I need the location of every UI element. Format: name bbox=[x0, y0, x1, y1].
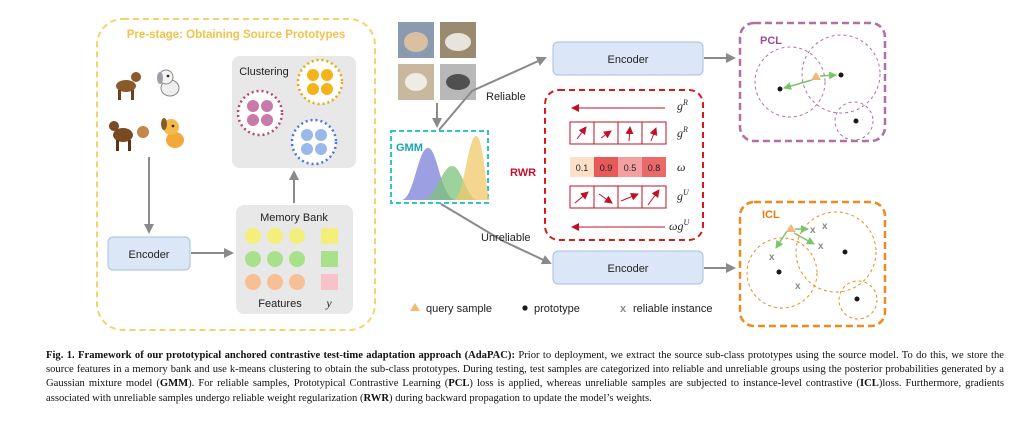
framework-figure: Pre-stage: Obtaining Source Prototypes E… bbox=[96, 18, 887, 331]
gaussian-yellow bbox=[454, 136, 490, 200]
svg-text:x: x bbox=[822, 221, 828, 232]
prototype-dot bbox=[838, 72, 844, 78]
gr-label: gR bbox=[677, 98, 688, 113]
feature-dots bbox=[245, 228, 305, 290]
clustering-box: Clustering bbox=[232, 56, 356, 168]
pcl-label: PCL bbox=[760, 35, 782, 47]
gu-cells bbox=[569, 185, 667, 209]
encoder-left: Encoder bbox=[107, 236, 191, 271]
omega-gu-label: ωgU bbox=[669, 218, 690, 233]
svg-text:x: x bbox=[795, 281, 801, 292]
legend: query sample prototype x reliable instan… bbox=[410, 303, 713, 315]
arrow-unreliable bbox=[440, 203, 552, 265]
memory-bank-title: Memory Bank bbox=[260, 212, 328, 224]
caption-title: Framework of our prototypical anchored c… bbox=[78, 350, 515, 361]
cluster-orange bbox=[296, 58, 344, 106]
y-label: y bbox=[325, 296, 332, 310]
query-sample-marker bbox=[786, 224, 796, 232]
legend-prototype-icon bbox=[522, 305, 528, 311]
weight-2: 0.5 bbox=[624, 163, 637, 173]
unreliable-label: Unreliable bbox=[481, 232, 531, 244]
icl-panel: ICL xx xx x bbox=[738, 200, 887, 328]
horse-icon bbox=[116, 72, 141, 100]
weight-3: 0.8 bbox=[648, 163, 661, 173]
svg-text:x: x bbox=[769, 252, 775, 263]
label-squares bbox=[321, 228, 338, 290]
prestage-title: Pre-stage: Obtaining Source Prototypes bbox=[127, 29, 346, 41]
encoder-top-label: Encoder bbox=[608, 54, 649, 66]
icl-label: ICL bbox=[762, 209, 780, 221]
legend-reliable-instance: reliable instance bbox=[633, 303, 713, 315]
encoder-top: Encoder bbox=[552, 41, 704, 76]
query-sample-marker bbox=[811, 72, 821, 80]
omega-label: ω bbox=[677, 160, 685, 174]
weight-0: 0.1 bbox=[576, 163, 589, 173]
memory-bank: Memory Bank Features y bbox=[236, 205, 353, 314]
gmm-box: GMM bbox=[390, 130, 490, 204]
legend-x-icon: x bbox=[620, 303, 627, 315]
weight-1: 0.9 bbox=[600, 163, 613, 173]
dog-icon-2 bbox=[161, 118, 184, 148]
encoder-bottom: Encoder bbox=[552, 250, 704, 285]
prototype-dot bbox=[853, 118, 859, 124]
clustering-label: Clustering bbox=[239, 66, 289, 78]
gu-label: gU bbox=[677, 188, 690, 203]
test-images bbox=[398, 22, 476, 100]
legend-query: query sample bbox=[426, 303, 492, 315]
figure-caption: Fig. 1. Framework of our prototypical an… bbox=[46, 350, 1004, 404]
caption-fig-number: Fig. 1. bbox=[46, 350, 75, 361]
omega-weights: 0.1 0.9 0.5 0.8 bbox=[570, 157, 666, 177]
gr2-label: gR bbox=[677, 125, 688, 140]
horse-icon-2 bbox=[109, 121, 149, 151]
legend-prototype: prototype bbox=[534, 303, 580, 315]
arrow-reliable bbox=[438, 56, 547, 131]
rwr-label: RWR bbox=[510, 167, 536, 179]
gr-cells bbox=[569, 121, 667, 145]
cluster-purple bbox=[236, 89, 284, 137]
pcl-panel: PCL bbox=[738, 21, 887, 143]
prototype-dot bbox=[777, 86, 783, 92]
dog-icon bbox=[157, 69, 180, 97]
encoder-bottom-label: Encoder bbox=[608, 263, 649, 275]
encoder-left-label: Encoder bbox=[129, 249, 170, 261]
gmm-label: GMM bbox=[396, 142, 423, 154]
svg-text:x: x bbox=[810, 225, 816, 236]
cluster-blue bbox=[290, 118, 338, 166]
svg-text:x: x bbox=[818, 241, 824, 252]
rwr-box: RWR gR gR 0.1 0.9 0.5 0.8 ω bbox=[510, 89, 704, 241]
legend-query-icon bbox=[410, 303, 420, 311]
reliable-label: Reliable bbox=[486, 91, 526, 103]
features-label: Features bbox=[258, 298, 302, 310]
